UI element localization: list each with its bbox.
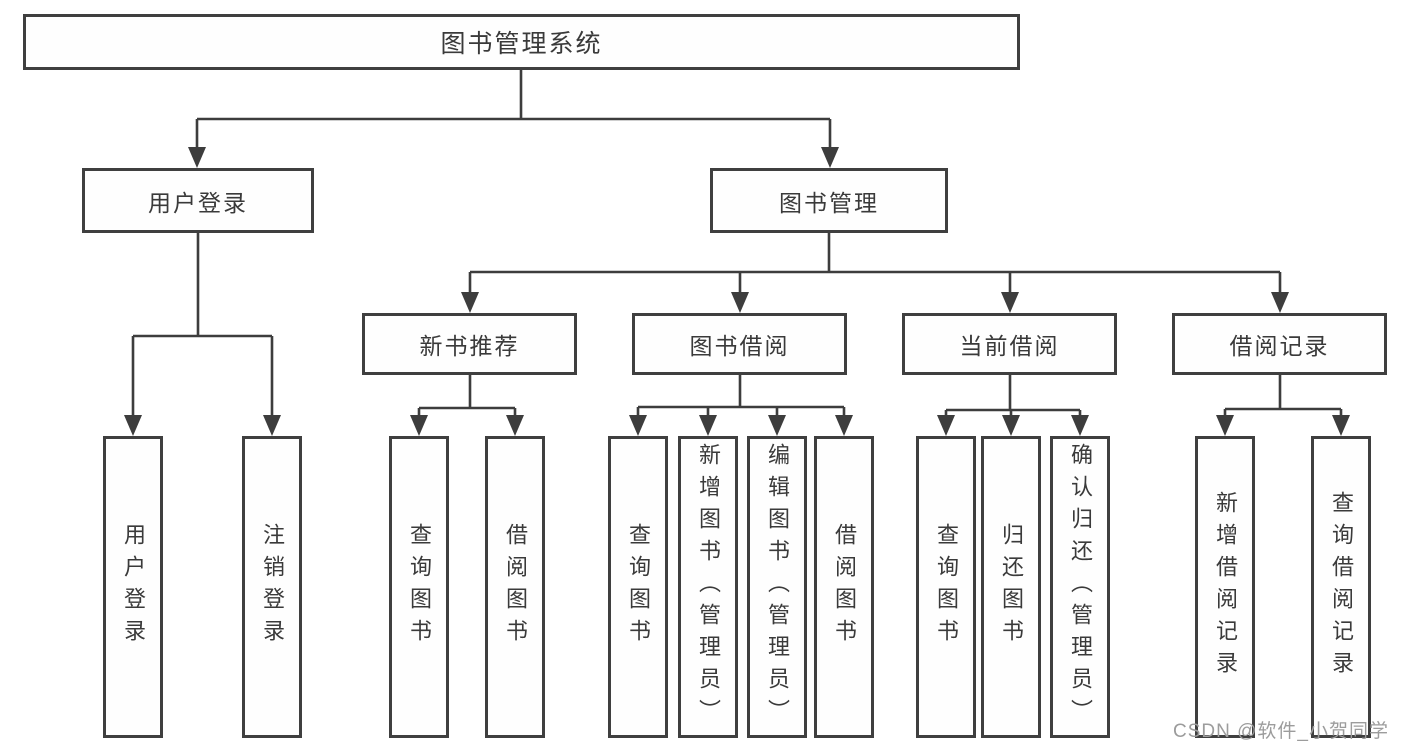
- leaf-current-return-book-label: 归还图书: [999, 523, 1024, 651]
- node-root: 图书管理系统: [23, 14, 1020, 70]
- leaf-recommend-query-book: 查询图书: [389, 436, 449, 738]
- arrowheads: [124, 147, 1350, 436]
- node-user-login-label: 用户登录: [148, 189, 248, 216]
- csdn-watermark: CSDN @软件_小贺同学: [1173, 721, 1389, 742]
- node-book-borrowing-label: 图书借阅: [689, 333, 790, 359]
- leaf-recommend-query-book-label: 查询图书: [407, 523, 432, 651]
- node-borrowing-records-label: 借阅记录: [1229, 333, 1330, 359]
- leaf-records-add-record: 新增借阅记录: [1195, 436, 1255, 738]
- leaf-current-confirm-return-admin: 确认归还（管理员）: [1050, 436, 1110, 738]
- leaf-logout: 注销登录: [242, 436, 302, 738]
- node-book-borrowing: 图书借阅: [632, 313, 847, 375]
- node-new-book-recommend-label: 新书推荐: [419, 333, 520, 359]
- leaf-current-confirm-return-admin-label: 确认归还（管理员）: [1068, 443, 1093, 731]
- leaf-user-login-label: 用户登录: [121, 523, 146, 651]
- node-new-book-recommend: 新书推荐: [362, 313, 577, 375]
- leaf-user-login: 用户登录: [103, 436, 163, 738]
- node-user-login: 用户登录: [82, 168, 314, 233]
- leaf-borrowing-query-book: 查询图书: [608, 436, 668, 738]
- leaf-records-add-record-label: 新增借阅记录: [1213, 491, 1238, 683]
- node-current-borrowing-label: 当前借阅: [959, 333, 1060, 359]
- leaf-borrowing-borrow-book-label: 借阅图书: [832, 523, 857, 651]
- leaf-current-query-book-label: 查询图书: [934, 523, 959, 651]
- leaf-recommend-borrow-book: 借阅图书: [485, 436, 545, 738]
- leaf-borrowing-query-book-label: 查询图书: [626, 523, 651, 651]
- node-borrowing-records: 借阅记录: [1172, 313, 1387, 375]
- node-book-management: 图书管理: [710, 168, 948, 233]
- node-current-borrowing: 当前借阅: [902, 313, 1117, 375]
- leaf-borrowing-edit-book-admin: 编辑图书（管理员）: [747, 436, 807, 738]
- leaf-records-query-record: 查询借阅记录: [1311, 436, 1371, 738]
- leaf-recommend-borrow-book-label: 借阅图书: [503, 523, 528, 651]
- node-root-label: 图书管理系统: [440, 30, 603, 58]
- leaf-borrowing-add-book-admin: 新增图书（管理员）: [678, 436, 738, 738]
- leaf-borrowing-edit-book-admin-label: 编辑图书（管理员）: [765, 443, 790, 731]
- leaf-current-query-book: 查询图书: [916, 436, 976, 738]
- leaf-records-query-record-label: 查询借阅记录: [1329, 491, 1354, 683]
- leaf-current-return-book: 归还图书: [981, 436, 1041, 738]
- leaf-borrowing-add-book-admin-label: 新增图书（管理员）: [696, 443, 721, 731]
- node-book-management-label: 图书管理: [779, 189, 879, 216]
- leaf-logout-label: 注销登录: [260, 523, 285, 651]
- leaf-borrowing-borrow-book: 借阅图书: [814, 436, 874, 738]
